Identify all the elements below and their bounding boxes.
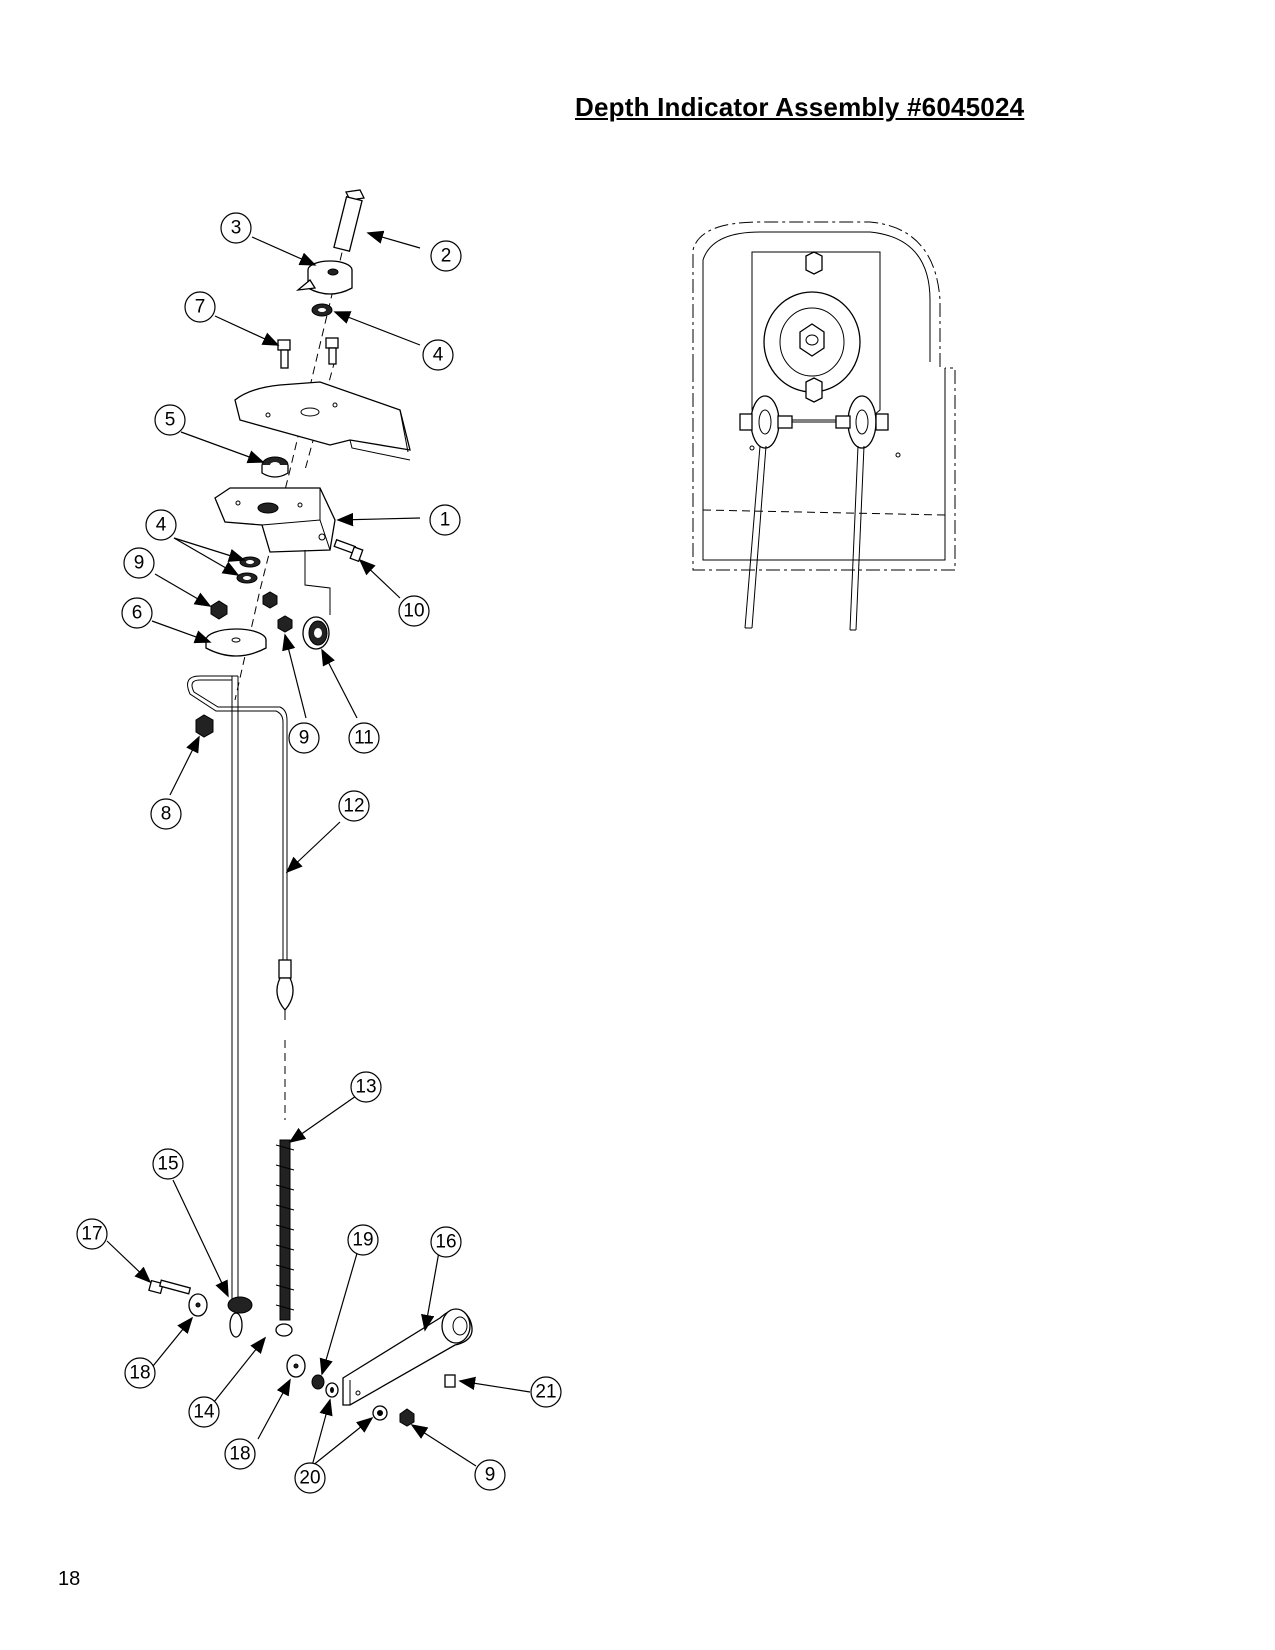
svg-text:6: 6 <box>132 603 143 624</box>
nut-part-9 <box>210 600 228 620</box>
svg-text:14: 14 <box>193 1402 215 1423</box>
cable-part-12 <box>276 890 294 1120</box>
svg-text:4: 4 <box>156 515 167 536</box>
svg-text:19: 19 <box>352 1230 373 1251</box>
pulley-part-11 <box>302 616 330 650</box>
svg-text:12: 12 <box>343 796 364 817</box>
svg-text:1: 1 <box>440 510 451 531</box>
bolt-part-10 <box>333 538 364 563</box>
bushing-part-5 <box>261 456 289 478</box>
svg-text:3: 3 <box>231 218 242 239</box>
indicator-rod <box>187 675 288 1300</box>
svg-text:9: 9 <box>299 728 310 749</box>
bracket-part-1 <box>214 487 336 615</box>
page-title: Depth Indicator Assembly #6045024 <box>575 92 1025 122</box>
svg-text:4: 4 <box>433 345 444 366</box>
callout-bubbles: 3 2 4 7 5 1 4 9 10 6 9 11 8 12 13 15 17 … <box>76 212 562 1494</box>
svg-text:9: 9 <box>485 1465 496 1486</box>
svg-text:21: 21 <box>535 1382 556 1403</box>
assembled-inset-view <box>692 221 956 631</box>
bolt-part-2 <box>333 189 365 252</box>
nut-part-7 <box>195 714 214 738</box>
svg-text:7: 7 <box>195 297 206 318</box>
set-screw-part-21 <box>444 1374 456 1388</box>
clip-part-15 <box>227 1296 253 1338</box>
washer-part-19 <box>311 1374 325 1390</box>
sheave-part-6 <box>205 628 267 657</box>
svg-text:11: 11 <box>354 728 374 749</box>
callout-leaders <box>106 230 531 1467</box>
svg-text:18: 18 <box>129 1363 150 1384</box>
svg-text:10: 10 <box>403 601 424 622</box>
mounting-plate <box>234 381 411 461</box>
svg-text:8: 8 <box>161 804 172 825</box>
svg-text:16: 16 <box>435 1232 456 1253</box>
arm-part-16 <box>342 1308 473 1406</box>
pointer-block-part-3 <box>295 260 353 295</box>
svg-text:15: 15 <box>157 1154 178 1175</box>
svg-text:17: 17 <box>81 1224 102 1245</box>
spring-part-13 <box>275 1139 295 1337</box>
svg-text:5: 5 <box>165 410 176 431</box>
svg-text:9: 9 <box>134 553 145 574</box>
svg-text:2: 2 <box>441 246 452 267</box>
page-number: 18 <box>58 1568 81 1590</box>
bolt-part-17 <box>148 1279 192 1295</box>
bolt-part-8 <box>277 337 339 369</box>
svg-text:13: 13 <box>355 1077 376 1098</box>
svg-text:20: 20 <box>299 1468 320 1489</box>
svg-text:18: 18 <box>229 1444 250 1465</box>
